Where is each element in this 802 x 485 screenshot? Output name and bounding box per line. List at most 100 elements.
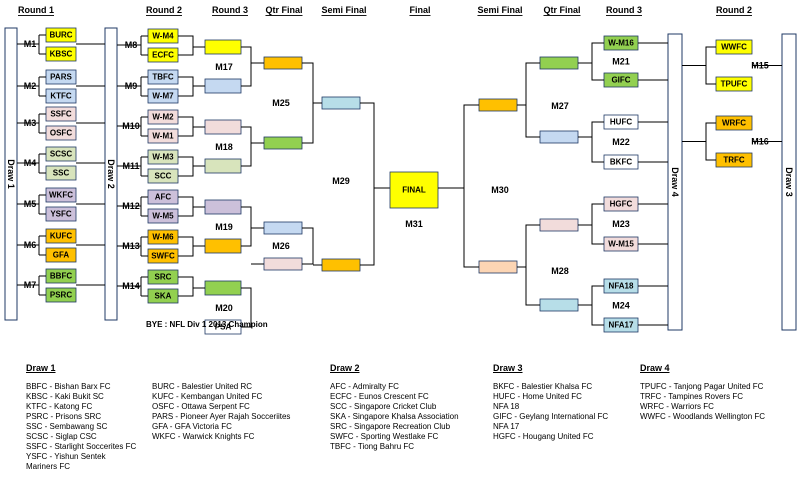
connector-line	[178, 76, 194, 97]
match-label: M27	[551, 101, 569, 111]
legend-item: NFA 17	[493, 422, 520, 431]
team-box	[539, 130, 579, 144]
draw-bar-label: Draw 3	[784, 167, 794, 197]
legend-item: BBFC - Bishan Barx FC	[26, 382, 111, 391]
connector-line	[178, 156, 194, 177]
legend-item: WRFC - Warriors FC	[640, 402, 714, 411]
team-box-label: SCC	[155, 172, 172, 181]
legend-title: Draw 4	[640, 363, 670, 373]
team-box-label: SSFC	[50, 110, 72, 119]
legend-item: GIFC - Geylang International FC	[493, 412, 609, 421]
connector-line	[591, 285, 604, 326]
match-label: M22	[612, 137, 630, 147]
team-box	[478, 98, 518, 112]
team-box-label: HUFC	[610, 118, 632, 127]
legend-item: HUFC - Home United FC	[493, 392, 582, 401]
team-box	[263, 221, 303, 235]
legend-item: HGFC - Hougang United FC	[493, 432, 594, 441]
connector-line	[241, 46, 252, 87]
connector-line	[360, 102, 375, 266]
legend-title: Draw 2	[330, 363, 360, 373]
legend-title: Draw 3	[493, 363, 523, 373]
connector-line	[525, 224, 540, 306]
draw-bar	[781, 33, 797, 331]
connector-line	[302, 62, 314, 144]
team-box-label: KUFC	[50, 232, 72, 241]
team-box-label: BURC	[49, 31, 72, 40]
final-box	[389, 171, 439, 209]
draw-bar-label: Draw 2	[106, 159, 116, 189]
team-box	[204, 78, 242, 94]
legend-item: YSFC - Yishun Sentek	[26, 452, 106, 461]
connector-line	[178, 116, 194, 137]
team-box-label: NFA18	[609, 282, 634, 291]
match-label: M19	[215, 222, 233, 232]
team-box	[204, 238, 242, 254]
draw-bar-label: Draw 1	[6, 159, 16, 189]
legend-item: ECFC - Eunos Crescent FC	[330, 392, 429, 401]
team-box-label: WWFC	[721, 43, 747, 52]
team-box	[204, 199, 242, 215]
team-box-label: W-M4	[152, 32, 174, 41]
team-box-label: OSFC	[50, 129, 72, 138]
connector-line	[302, 227, 314, 265]
bye-note: BYE : NFL Div 1 2013 Champion	[146, 320, 268, 329]
match-label: M18	[215, 142, 233, 152]
connector-line	[241, 287, 252, 328]
draw-bar	[667, 33, 683, 331]
match-label: M25	[272, 98, 290, 108]
legend-item: BKFC - Balestier Khalsa FC	[493, 382, 593, 391]
team-box-label: W-M3	[152, 153, 174, 162]
match-label: M17	[215, 62, 233, 72]
draw-bar	[104, 27, 118, 321]
legend-item: Mariners FC	[26, 462, 71, 471]
team-box	[263, 136, 303, 150]
legend-item: SCSC - Siglap CSC	[26, 432, 97, 441]
connector-line	[591, 203, 604, 245]
legend-item: PSRC - Prisons SRC	[26, 412, 102, 421]
team-box	[321, 96, 361, 110]
legend-item: WWFC - Woodlands Wellington FC	[640, 412, 766, 421]
team-box-label: ECFC	[152, 51, 174, 60]
team-box-label: WRFC	[722, 119, 746, 128]
legend-item: TPUFC - Tanjong Pagar United FC	[640, 382, 764, 391]
team-box-label: AFC	[155, 193, 172, 202]
connector-line	[591, 121, 604, 163]
connector-line	[591, 42, 604, 81]
match-label: M23	[612, 219, 630, 229]
team-box-label: HGFC	[610, 200, 633, 209]
team-box-label: W-M16	[608, 39, 634, 48]
column-header: Round 3	[606, 5, 642, 15]
team-box-label: NFA17	[609, 321, 634, 330]
team-box	[204, 158, 242, 174]
match-label: M28	[551, 266, 569, 276]
match-label: M31	[405, 219, 423, 229]
draw-bar-label: Draw 4	[670, 167, 680, 197]
legend-item: KTFC - Katong FC	[26, 402, 93, 411]
team-box-label: TRFC	[723, 156, 745, 165]
team-box-label: GIFC	[611, 76, 630, 85]
legend-item: SSFC - Starlight Soccerites FC	[26, 442, 137, 451]
legend-item: SRC - Singapore Recreation Club	[330, 422, 451, 431]
team-box	[263, 56, 303, 70]
team-box-label: KBSC	[50, 50, 73, 59]
team-box-label: W-M1	[152, 132, 174, 141]
match-label: M29	[332, 176, 350, 186]
column-header: Semi Final	[477, 5, 522, 15]
connector-line	[241, 206, 252, 247]
team-box-label: SCSC	[50, 150, 72, 159]
team-box-label: SKA	[155, 292, 172, 301]
team-box-label: SWFC	[151, 252, 175, 261]
team-box-label: W-M7	[152, 92, 174, 101]
legend-item: BURC - Balestier United RC	[152, 382, 253, 391]
connector-line	[241, 126, 252, 167]
match-label: M20	[215, 303, 233, 313]
team-box-label: TBFC	[152, 73, 174, 82]
